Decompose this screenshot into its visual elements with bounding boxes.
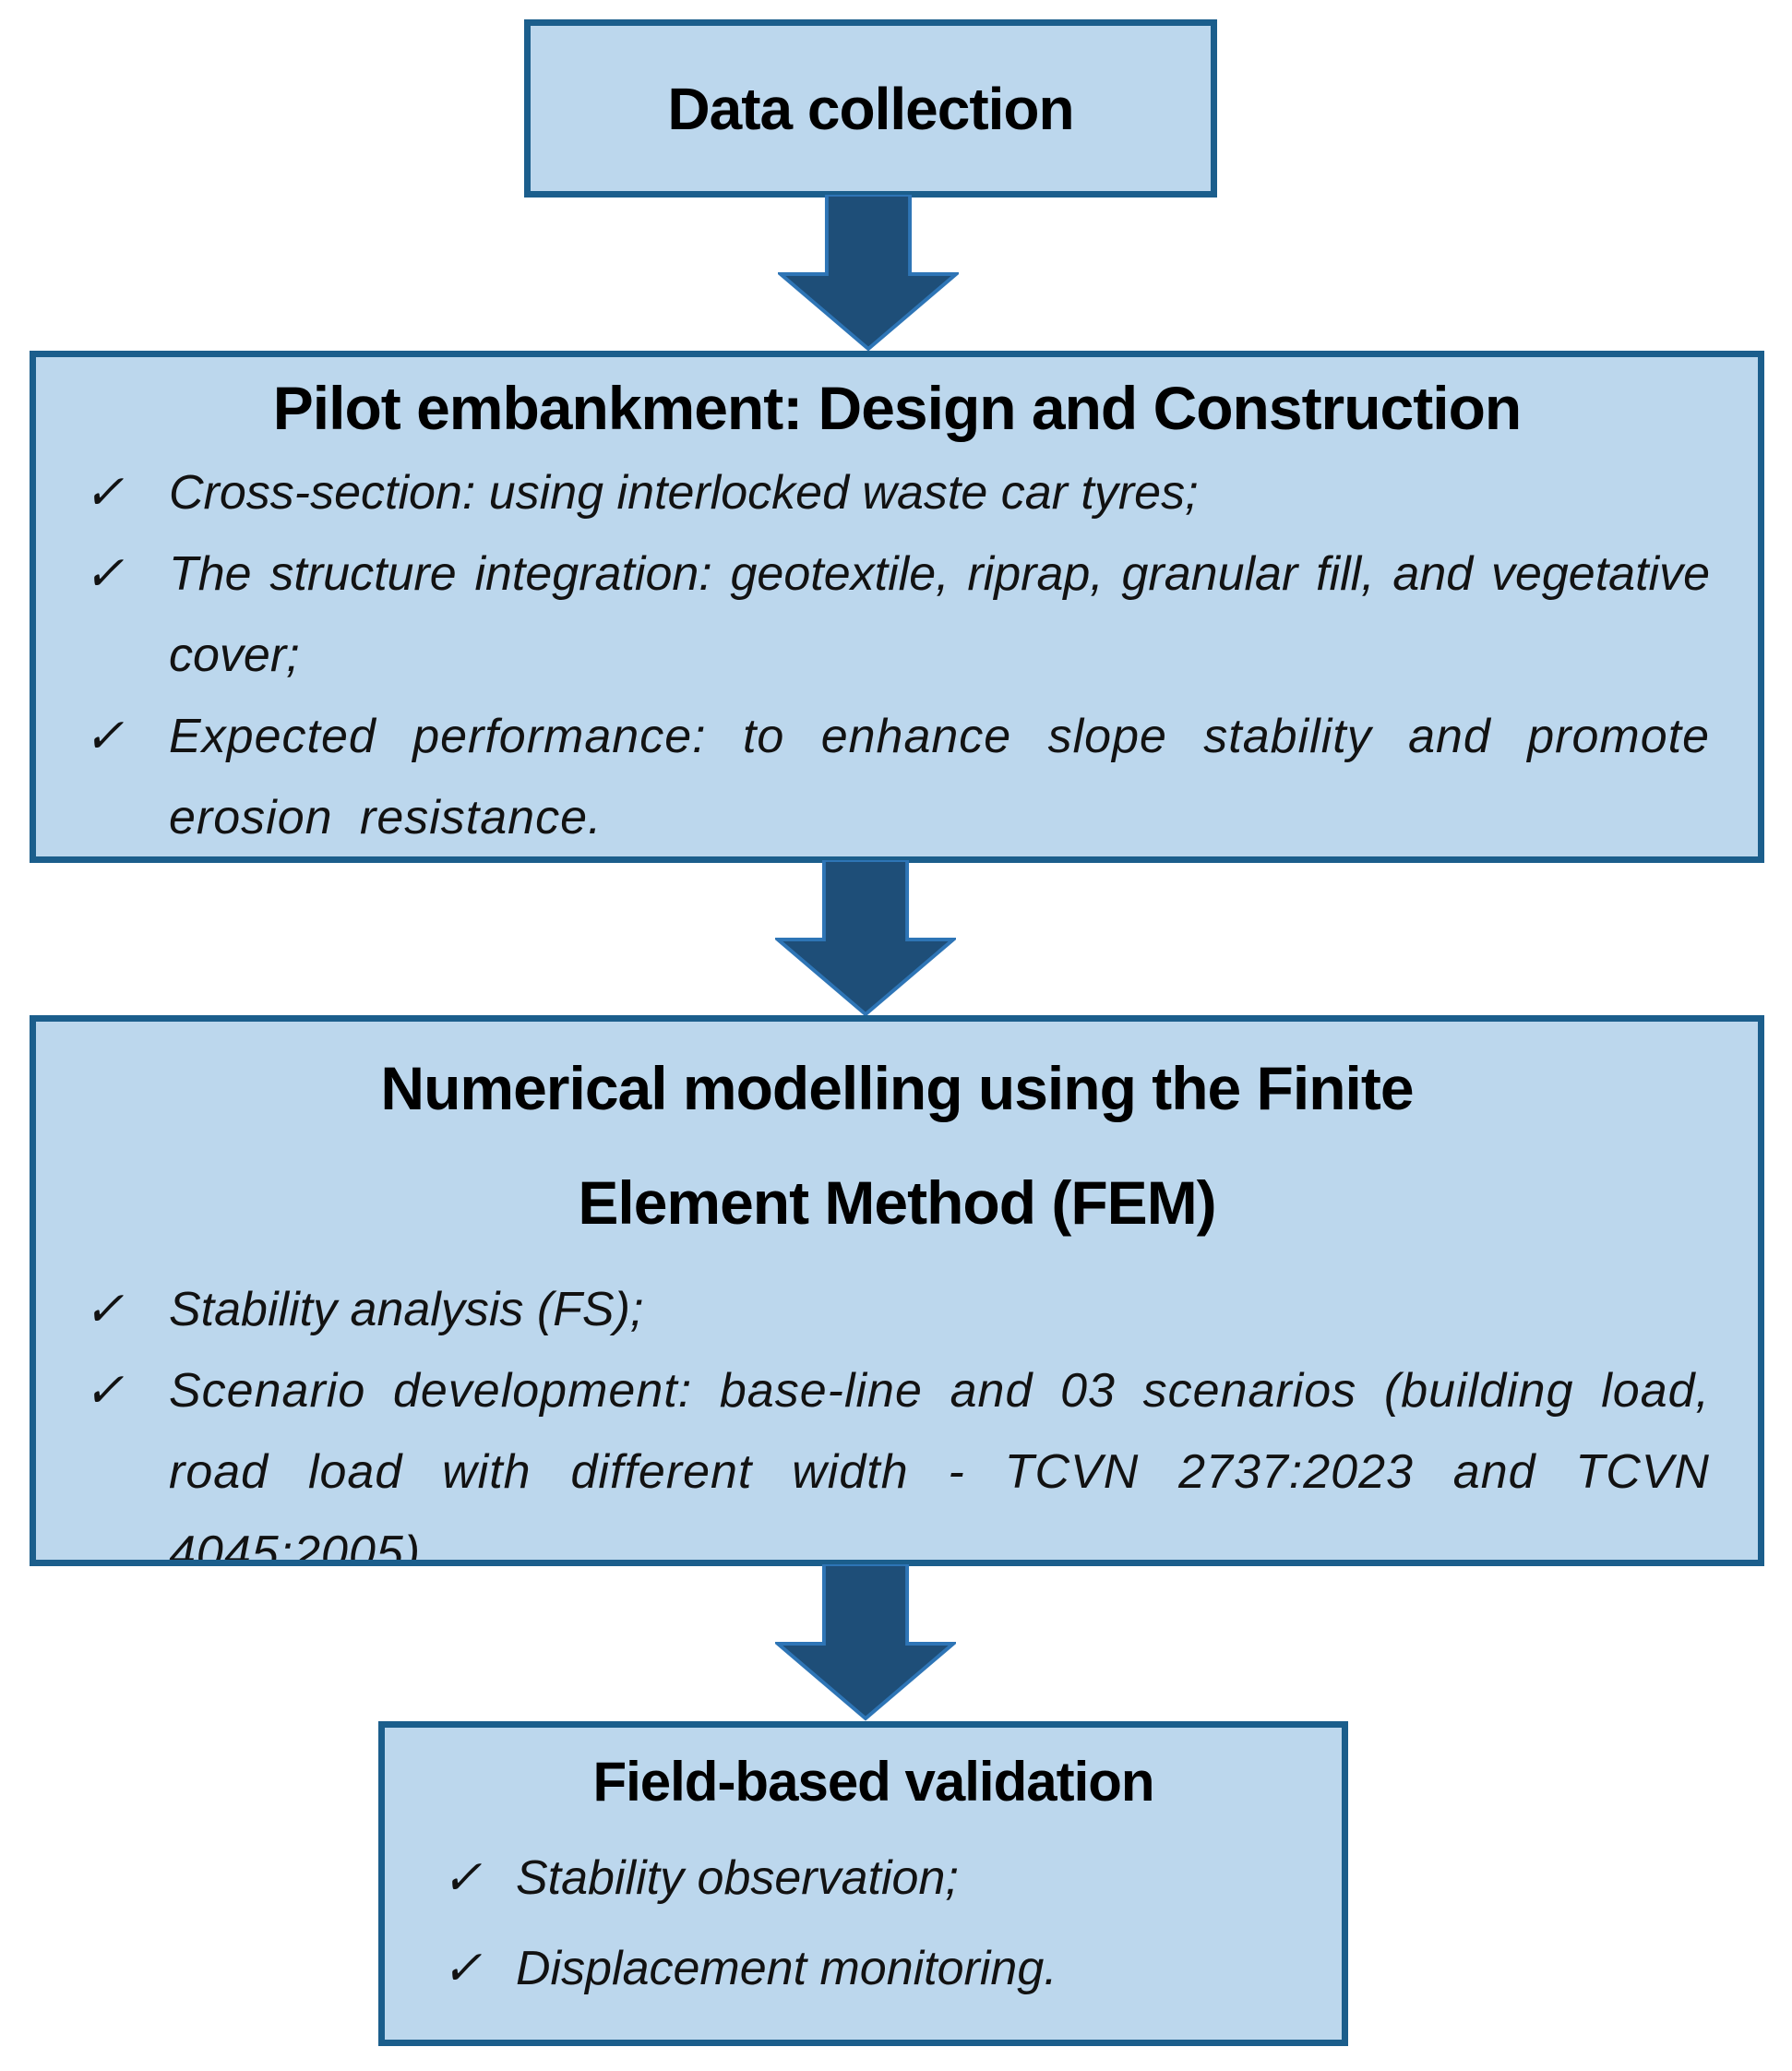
bullet-text: The structure integration: geotextile, r… xyxy=(169,547,1710,683)
bullet-item: ✓ Stability observation; xyxy=(442,1833,1305,1923)
bullet-item: ✓ Scenario development: base-line and 03… xyxy=(84,1350,1710,1566)
numerical-modelling-bullet-list: ✓ Stability analysis (FS); ✓ Scenario de… xyxy=(84,1269,1710,1566)
bullet-item: ✓ Cross-section: using interlocked waste… xyxy=(84,452,1710,533)
box-field-validation: Field-based validation ✓ Stability obser… xyxy=(378,1721,1348,2046)
field-validation-title: Field-based validation xyxy=(592,1751,1154,1813)
checkmark-icon: ✓ xyxy=(442,1942,483,1995)
down-arrow-icon xyxy=(775,1564,956,1721)
checkmark-icon: ✓ xyxy=(84,466,125,521)
bullet-item: ✓ The structure integration: geotextile,… xyxy=(84,533,1710,696)
box-data-collection: Data collection xyxy=(524,19,1217,198)
bullet-text: Displacement monitoring. xyxy=(516,1942,1057,1995)
bullet-text: Stability observation; xyxy=(516,1851,959,1905)
checkmark-icon: ✓ xyxy=(84,710,125,764)
checkmark-icon: ✓ xyxy=(442,1851,483,1905)
checkmark-icon: ✓ xyxy=(84,547,125,602)
pilot-embankment-title: Pilot embankment: Design and Constructio… xyxy=(272,374,1522,442)
bullet-item: ✓ Displacement monitoring. xyxy=(442,1923,1305,2014)
box-numerical-modelling: Numerical modelling using the Finite Ele… xyxy=(30,1015,1764,1566)
bullet-text: Stability analysis (FS); xyxy=(169,1283,644,1336)
bullet-item: ✓ Expected performance: to enhance slope… xyxy=(84,696,1710,856)
checkmark-icon: ✓ xyxy=(84,1283,125,1336)
checkmark-icon: ✓ xyxy=(84,1364,125,1418)
field-validation-bullet-list: ✓ Stability observation; ✓ Displacement … xyxy=(442,1833,1305,2014)
numerical-modelling-title-line1: Numerical modelling using the Finite xyxy=(380,1054,1414,1122)
numerical-modelling-title: Numerical modelling using the Finite Ele… xyxy=(84,1031,1710,1260)
down-arrow-icon xyxy=(775,860,956,1017)
bullet-item: ✓ Stability analysis (FS); xyxy=(84,1269,1710,1350)
bullet-text: Scenario development: base-line and 03 s… xyxy=(169,1364,1710,1566)
box-pilot-embankment: Pilot embankment: Design and Constructio… xyxy=(30,351,1764,863)
data-collection-title: Data collection xyxy=(667,75,1074,142)
bullet-text: Expected performance: to enhance slope s… xyxy=(169,710,1710,845)
bullet-text: Cross-section: using interlocked waste c… xyxy=(169,466,1199,521)
down-arrow-icon xyxy=(778,195,959,352)
pilot-embankment-bullet-list: ✓ Cross-section: using interlocked waste… xyxy=(84,452,1710,856)
numerical-modelling-title-line2: Element Method (FEM) xyxy=(578,1168,1216,1237)
